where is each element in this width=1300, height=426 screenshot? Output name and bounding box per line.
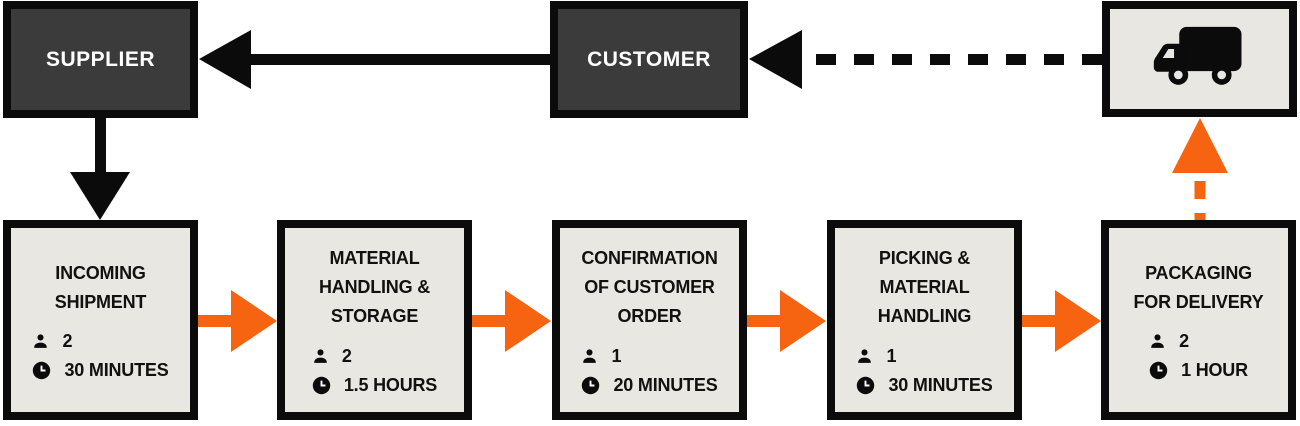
duration-value: 20 MINUTES xyxy=(613,374,718,395)
arrow-supplier-to-incoming xyxy=(70,117,130,220)
process-title: CONFIRMATION OF CUSTOMER ORDER xyxy=(581,248,718,326)
arrow-process-1-2 xyxy=(198,290,277,352)
arrow-customer-to-supplier xyxy=(199,30,550,89)
people-count: 2 xyxy=(62,331,73,352)
customer-label: CUSTOMER xyxy=(587,47,711,71)
process-meta: 2 30 MINUTES xyxy=(32,331,169,381)
duration-value: 30 MINUTES xyxy=(888,374,993,395)
process-meta: 2 1 HOUR xyxy=(1149,331,1248,381)
people-row: 2 xyxy=(1149,331,1248,352)
people-row: 1 xyxy=(581,346,717,367)
duration-row: 30 MINUTES xyxy=(856,374,993,396)
process-box-incoming-shipment: INCOMING SHIPMENT 2 30 MINUTES xyxy=(3,220,198,420)
duration-row: 1.5 HOURS xyxy=(312,375,437,396)
process-meta: 2 1.5 HOURS xyxy=(312,346,437,396)
people-row: 1 xyxy=(856,346,992,367)
duration-value: 30 MINUTES xyxy=(64,360,169,381)
clock-icon xyxy=(312,376,331,395)
arrow-packaging-to-truck-dashed xyxy=(1172,118,1228,221)
people-count: 2 xyxy=(341,345,352,366)
arrow-process-2-3 xyxy=(472,290,551,352)
process-box-confirmation-of-customer-order: CONFIRMATION OF CUSTOMER ORDER 1 20 MINU… xyxy=(552,220,747,420)
clock-icon xyxy=(856,376,875,395)
process-title: PICKING & MATERIAL HANDLING xyxy=(877,248,972,326)
truck-icon xyxy=(1152,24,1248,95)
duration-row: 1 HOUR xyxy=(1149,360,1248,381)
people-count: 1 xyxy=(611,345,622,366)
person-icon xyxy=(312,348,329,365)
delivery-truck-node xyxy=(1102,1,1297,117)
people-count: 2 xyxy=(1179,331,1189,352)
arrow-truck-to-customer-dashed xyxy=(749,30,1102,89)
clock-icon xyxy=(32,361,51,380)
duration-row: 20 MINUTES xyxy=(581,374,718,396)
person-icon xyxy=(856,348,873,365)
process-title: INCOMING SHIPMENT xyxy=(54,262,147,312)
person-icon xyxy=(581,348,598,365)
arrow-process-3-4 xyxy=(747,290,826,352)
process-meta: 1 30 MINUTES xyxy=(856,346,993,396)
people-row: 2 xyxy=(312,346,437,367)
duration-value: 1 HOUR xyxy=(1181,360,1248,381)
duration-row: 30 MINUTES xyxy=(32,360,169,381)
customer-node: CUSTOMER xyxy=(550,1,748,118)
person-icon xyxy=(1149,333,1166,350)
clock-icon xyxy=(581,376,600,395)
process-title: PACKAGING FOR DELIVERY xyxy=(1133,262,1264,312)
duration-value: 1.5 HOURS xyxy=(343,374,438,395)
process-box-packaging-for-delivery: PACKAGING FOR DELIVERY 2 1 HOUR xyxy=(1101,220,1296,420)
process-box-material-handling-storage: MATERIAL HANDLING & STORAGE 2 1.5 HOURS xyxy=(277,220,472,420)
supplier-label: SUPPLIER xyxy=(45,47,156,71)
people-row: 2 xyxy=(32,331,168,352)
process-title: MATERIAL HANDLING & STORAGE xyxy=(319,248,430,326)
person-icon xyxy=(32,333,49,350)
people-count: 1 xyxy=(886,345,897,366)
supplier-node: SUPPLIER xyxy=(3,1,198,118)
clock-icon xyxy=(1149,361,1168,380)
process-box-picking-material-handling: PICKING & MATERIAL HANDLING 1 30 MINUTES xyxy=(827,220,1022,420)
process-meta: 1 20 MINUTES xyxy=(581,346,718,396)
arrow-process-4-5 xyxy=(1022,290,1101,352)
